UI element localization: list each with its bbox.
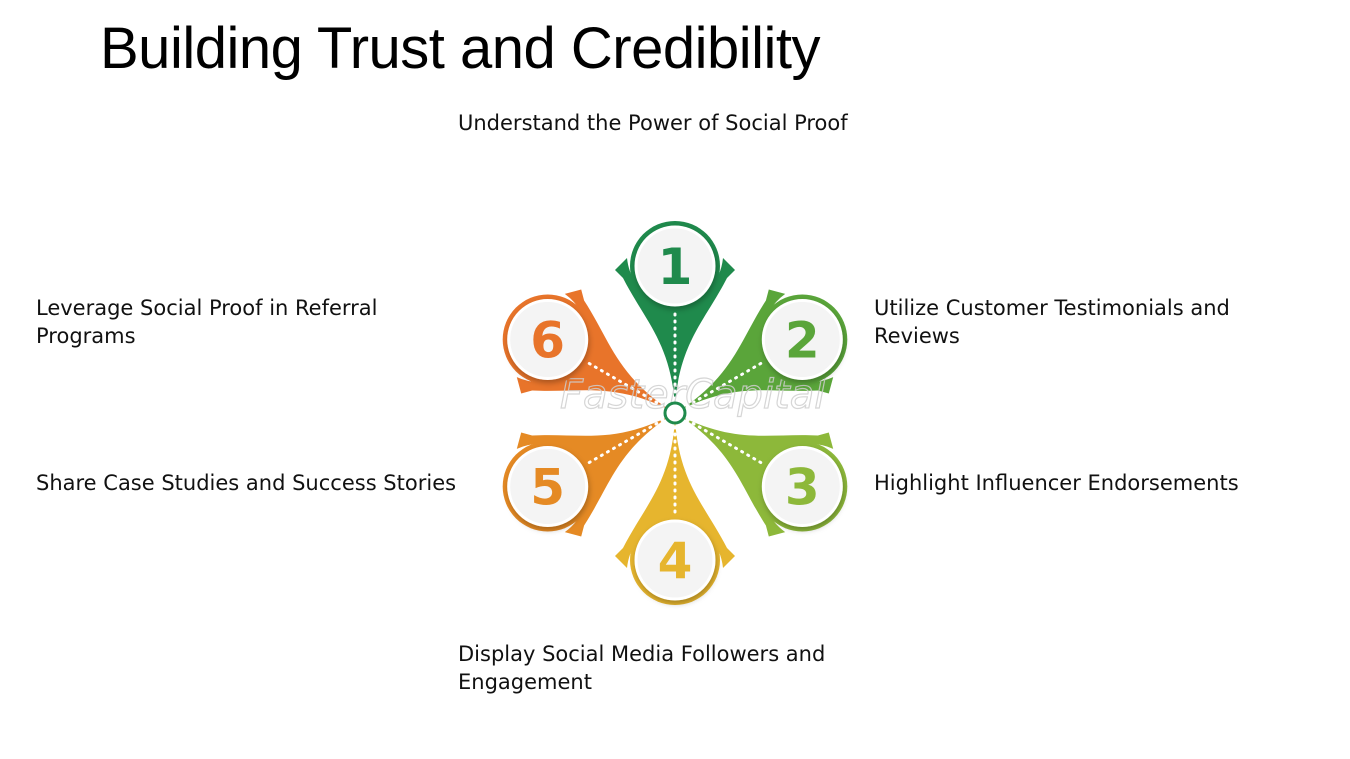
step-4-disc <box>634 519 716 601</box>
step-5-disc <box>507 446 589 527</box>
step-2-number: 2 <box>785 312 820 370</box>
step-3-disc <box>761 446 843 527</box>
step-3-number: 3 <box>785 459 820 517</box>
step-6-disc <box>507 299 589 380</box>
step-5-number: 5 <box>530 459 565 517</box>
petal-6-dotted-line <box>586 361 665 408</box>
step-1-label: Understand the Power of Social Proof <box>458 111 848 135</box>
step-2-label: Utilize Customer Testimonials and Review… <box>874 296 1230 348</box>
petal-3-dotted-line <box>685 418 764 465</box>
step-1-disc <box>634 225 716 307</box>
petal-2-dotted-line <box>685 361 764 408</box>
step-5-label: Share Case Studies and Success Stories <box>36 471 457 495</box>
step-1-number: 1 <box>658 238 693 296</box>
step-2-disc <box>761 299 843 380</box>
step-6-number: 6 <box>530 312 565 370</box>
step-3-label: Highlight Influencer Endorsements <box>874 471 1239 495</box>
page-title: Building Trust and Credibility <box>100 16 821 81</box>
step-6-label: Leverage Social Proof in Referral Progra… <box>36 296 378 348</box>
number-disc-group: 1 2 3 4 5 6 <box>502 221 848 605</box>
step-4-number: 4 <box>658 532 693 590</box>
petal-5-dotted-line <box>586 418 665 465</box>
center-hub <box>663 401 687 425</box>
step-4-label: Display Social Media Followers and Engag… <box>458 642 826 694</box>
